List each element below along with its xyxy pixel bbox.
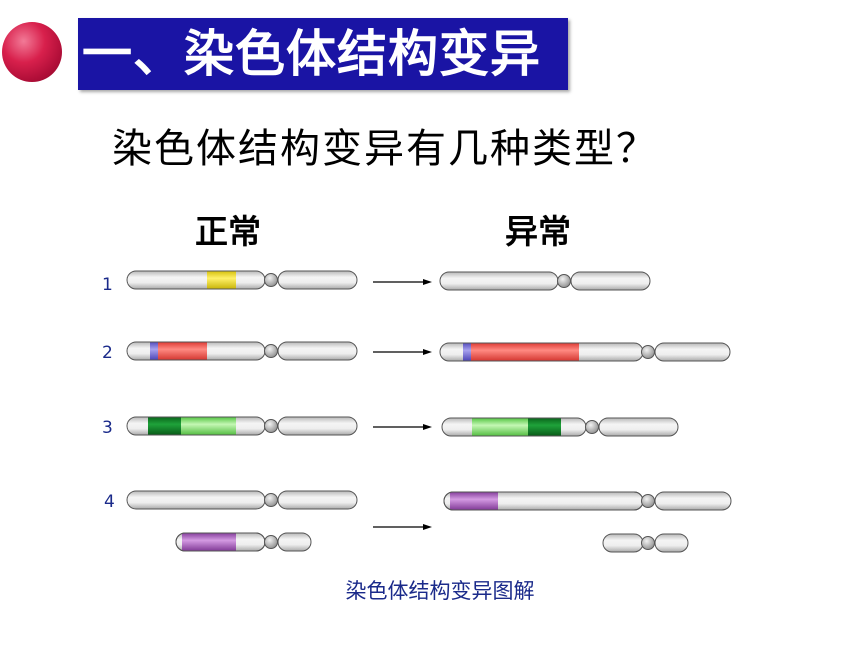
row4-normal-large-chromosome	[126, 490, 358, 510]
row2-arrow	[373, 349, 432, 355]
question-text: 染色体结构变异有几种类型？	[112, 126, 658, 172]
row4-abnormal-small-chromosome	[602, 533, 689, 553]
row3-dark-green-segment	[148, 417, 181, 435]
slide-title: 一、染色体结构变异	[82, 25, 541, 83]
row1-arrow	[373, 279, 432, 285]
row4-abnormal-large-chromosome	[443, 491, 732, 511]
row-number-3: 3	[102, 418, 113, 438]
abnormal-label: 异常	[505, 212, 571, 251]
row2-red-segment	[150, 342, 207, 360]
row1-normal-chromosome	[126, 270, 358, 290]
row4-arrow	[373, 524, 432, 530]
row-number-2: 2	[102, 343, 113, 363]
title-bar	[78, 18, 568, 90]
row3-arrow	[373, 424, 432, 430]
normal-label: 正常	[195, 212, 261, 251]
row2-normal-chromosome	[126, 341, 358, 361]
row2-abnormal-chromosome	[439, 342, 731, 362]
red-bullet-icon	[2, 22, 62, 82]
row4-normal-small-chromosome	[175, 532, 312, 552]
row4-purple-segment	[182, 533, 236, 551]
row3-normal-chromosome	[126, 416, 358, 436]
row-number-4: 4	[104, 492, 115, 512]
row-number-1: 1	[102, 275, 113, 295]
row1-abnormal-chromosome	[439, 271, 651, 291]
row3-light-green-segment	[181, 417, 236, 435]
row1-yellow-segment	[207, 271, 236, 289]
diagram-caption: 染色体结构变异图解	[346, 579, 535, 603]
row3-abnormal-chromosome	[441, 417, 679, 437]
